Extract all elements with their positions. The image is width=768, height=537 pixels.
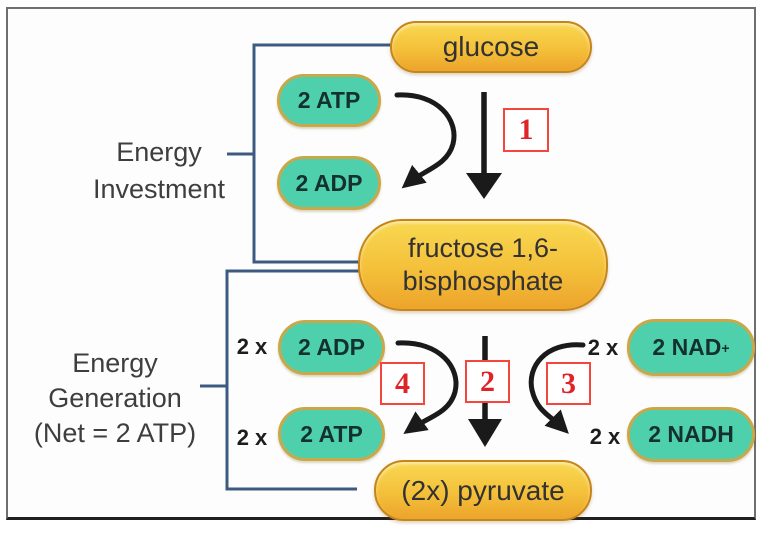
metabolite-fructose-bisphosphate: fructose 1,6- bisphosphate bbox=[358, 219, 608, 311]
label-energy-generation: Energy Generation (Net = 2 ATP) bbox=[33, 348, 197, 448]
cofactor-2adp-generation: 2 ADP bbox=[278, 320, 385, 375]
arrow-step2-head bbox=[468, 419, 502, 447]
nad-label-text: 2 NAD bbox=[652, 334, 722, 360]
multiplier-2x-adp: 2 x bbox=[236, 334, 268, 359]
cofactor-2nad-plus: 2 NAD+ bbox=[627, 319, 755, 376]
arrow-step1-head bbox=[466, 173, 502, 199]
multiplier-2x-nadh: 2 x bbox=[589, 424, 621, 449]
metabolite-glucose: glucose bbox=[390, 21, 592, 73]
cofactor-2atp-invested: 2 ATP bbox=[277, 74, 381, 127]
multiplier-2x-atp: 2 x bbox=[236, 425, 268, 450]
step-badge-4: 4 bbox=[380, 362, 425, 405]
step-badge-1: 1 bbox=[503, 108, 549, 152]
metabolite-pyruvate: (2x) pyruvate bbox=[374, 460, 592, 521]
nad-superscript-plus: + bbox=[721, 339, 730, 356]
cofactor-2adp-released: 2 ADP bbox=[277, 156, 381, 210]
curved-arrow-adp-to-atp bbox=[395, 340, 459, 434]
label-energy-investment: Energy Investment bbox=[92, 137, 226, 204]
multiplier-2x-nad: 2 x bbox=[587, 335, 619, 360]
curved-arrow-atp-to-adp bbox=[394, 92, 457, 189]
cofactor-2nadh: 2 NADH bbox=[627, 407, 755, 462]
step-badge-3: 3 bbox=[546, 362, 591, 405]
bracket-generation bbox=[225, 269, 360, 491]
curved-arrow-nad-to-nadh bbox=[528, 342, 586, 434]
cofactor-2atp-generation: 2 ATP bbox=[278, 407, 385, 461]
step-badge-2: 2 bbox=[465, 360, 510, 403]
